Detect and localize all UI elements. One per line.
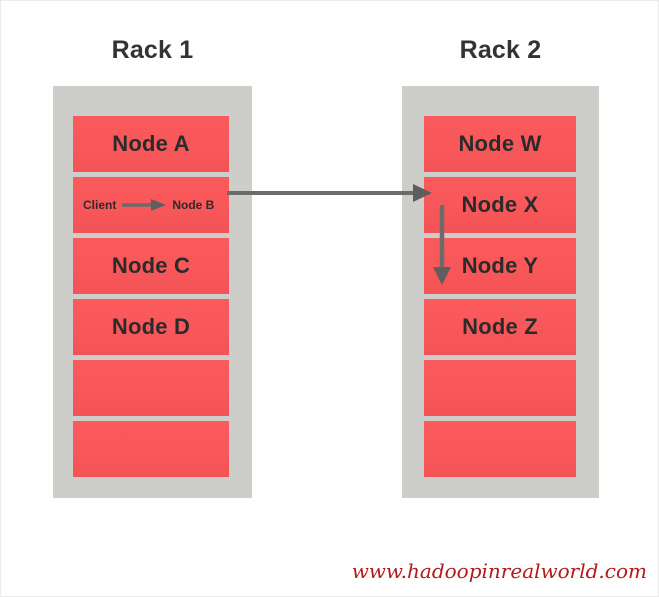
node-z-label: Node Z: [462, 314, 538, 339]
rack-2-frame: Node W Node X Node Y Node Z: [402, 86, 599, 498]
rack-2-title: Rack 2: [459, 36, 542, 64]
node-a-box[interactable]: Node A: [73, 116, 229, 172]
node-b-to-node-x-arrow-icon: [227, 184, 432, 202]
node-y-box[interactable]: Node Y: [424, 238, 576, 294]
node-w-box[interactable]: Node W: [424, 116, 576, 172]
rack-1-frame: Node A Client Node B Node C Node D: [53, 86, 252, 498]
rack-1-empty-slot-1[interactable]: [73, 360, 229, 416]
client-to-node-b-arrow-icon: [122, 199, 167, 211]
node-d-box[interactable]: Node D: [73, 299, 229, 355]
node-c-box[interactable]: Node C: [73, 238, 229, 294]
rack-2-empty-slot-1[interactable]: [424, 360, 576, 416]
client-label: Client: [83, 198, 117, 212]
node-b-label: Node B: [172, 198, 215, 212]
rack-1-empty-slot-2[interactable]: [73, 421, 229, 477]
rack-1-title: Rack 1: [111, 36, 194, 64]
node-x-label: Node X: [461, 192, 539, 217]
node-z-box[interactable]: Node Z: [424, 299, 576, 355]
node-c-label: Node C: [111, 253, 191, 278]
node-x-box[interactable]: Node X: [424, 177, 576, 233]
client-to-node-b-row: Client Node B: [73, 177, 229, 233]
node-y-label: Node Y: [461, 253, 539, 278]
node-d-label: Node D: [111, 314, 191, 339]
node-b-box[interactable]: Client Node B: [73, 177, 229, 233]
watermark-text: www.hadoopinrealworld.com: [351, 559, 647, 583]
rack-2-empty-slot-2[interactable]: [424, 421, 576, 477]
node-a-label: Node A: [112, 131, 190, 156]
node-x-to-node-y-arrow-icon: [433, 205, 451, 285]
node-w-label: Node W: [458, 131, 542, 156]
